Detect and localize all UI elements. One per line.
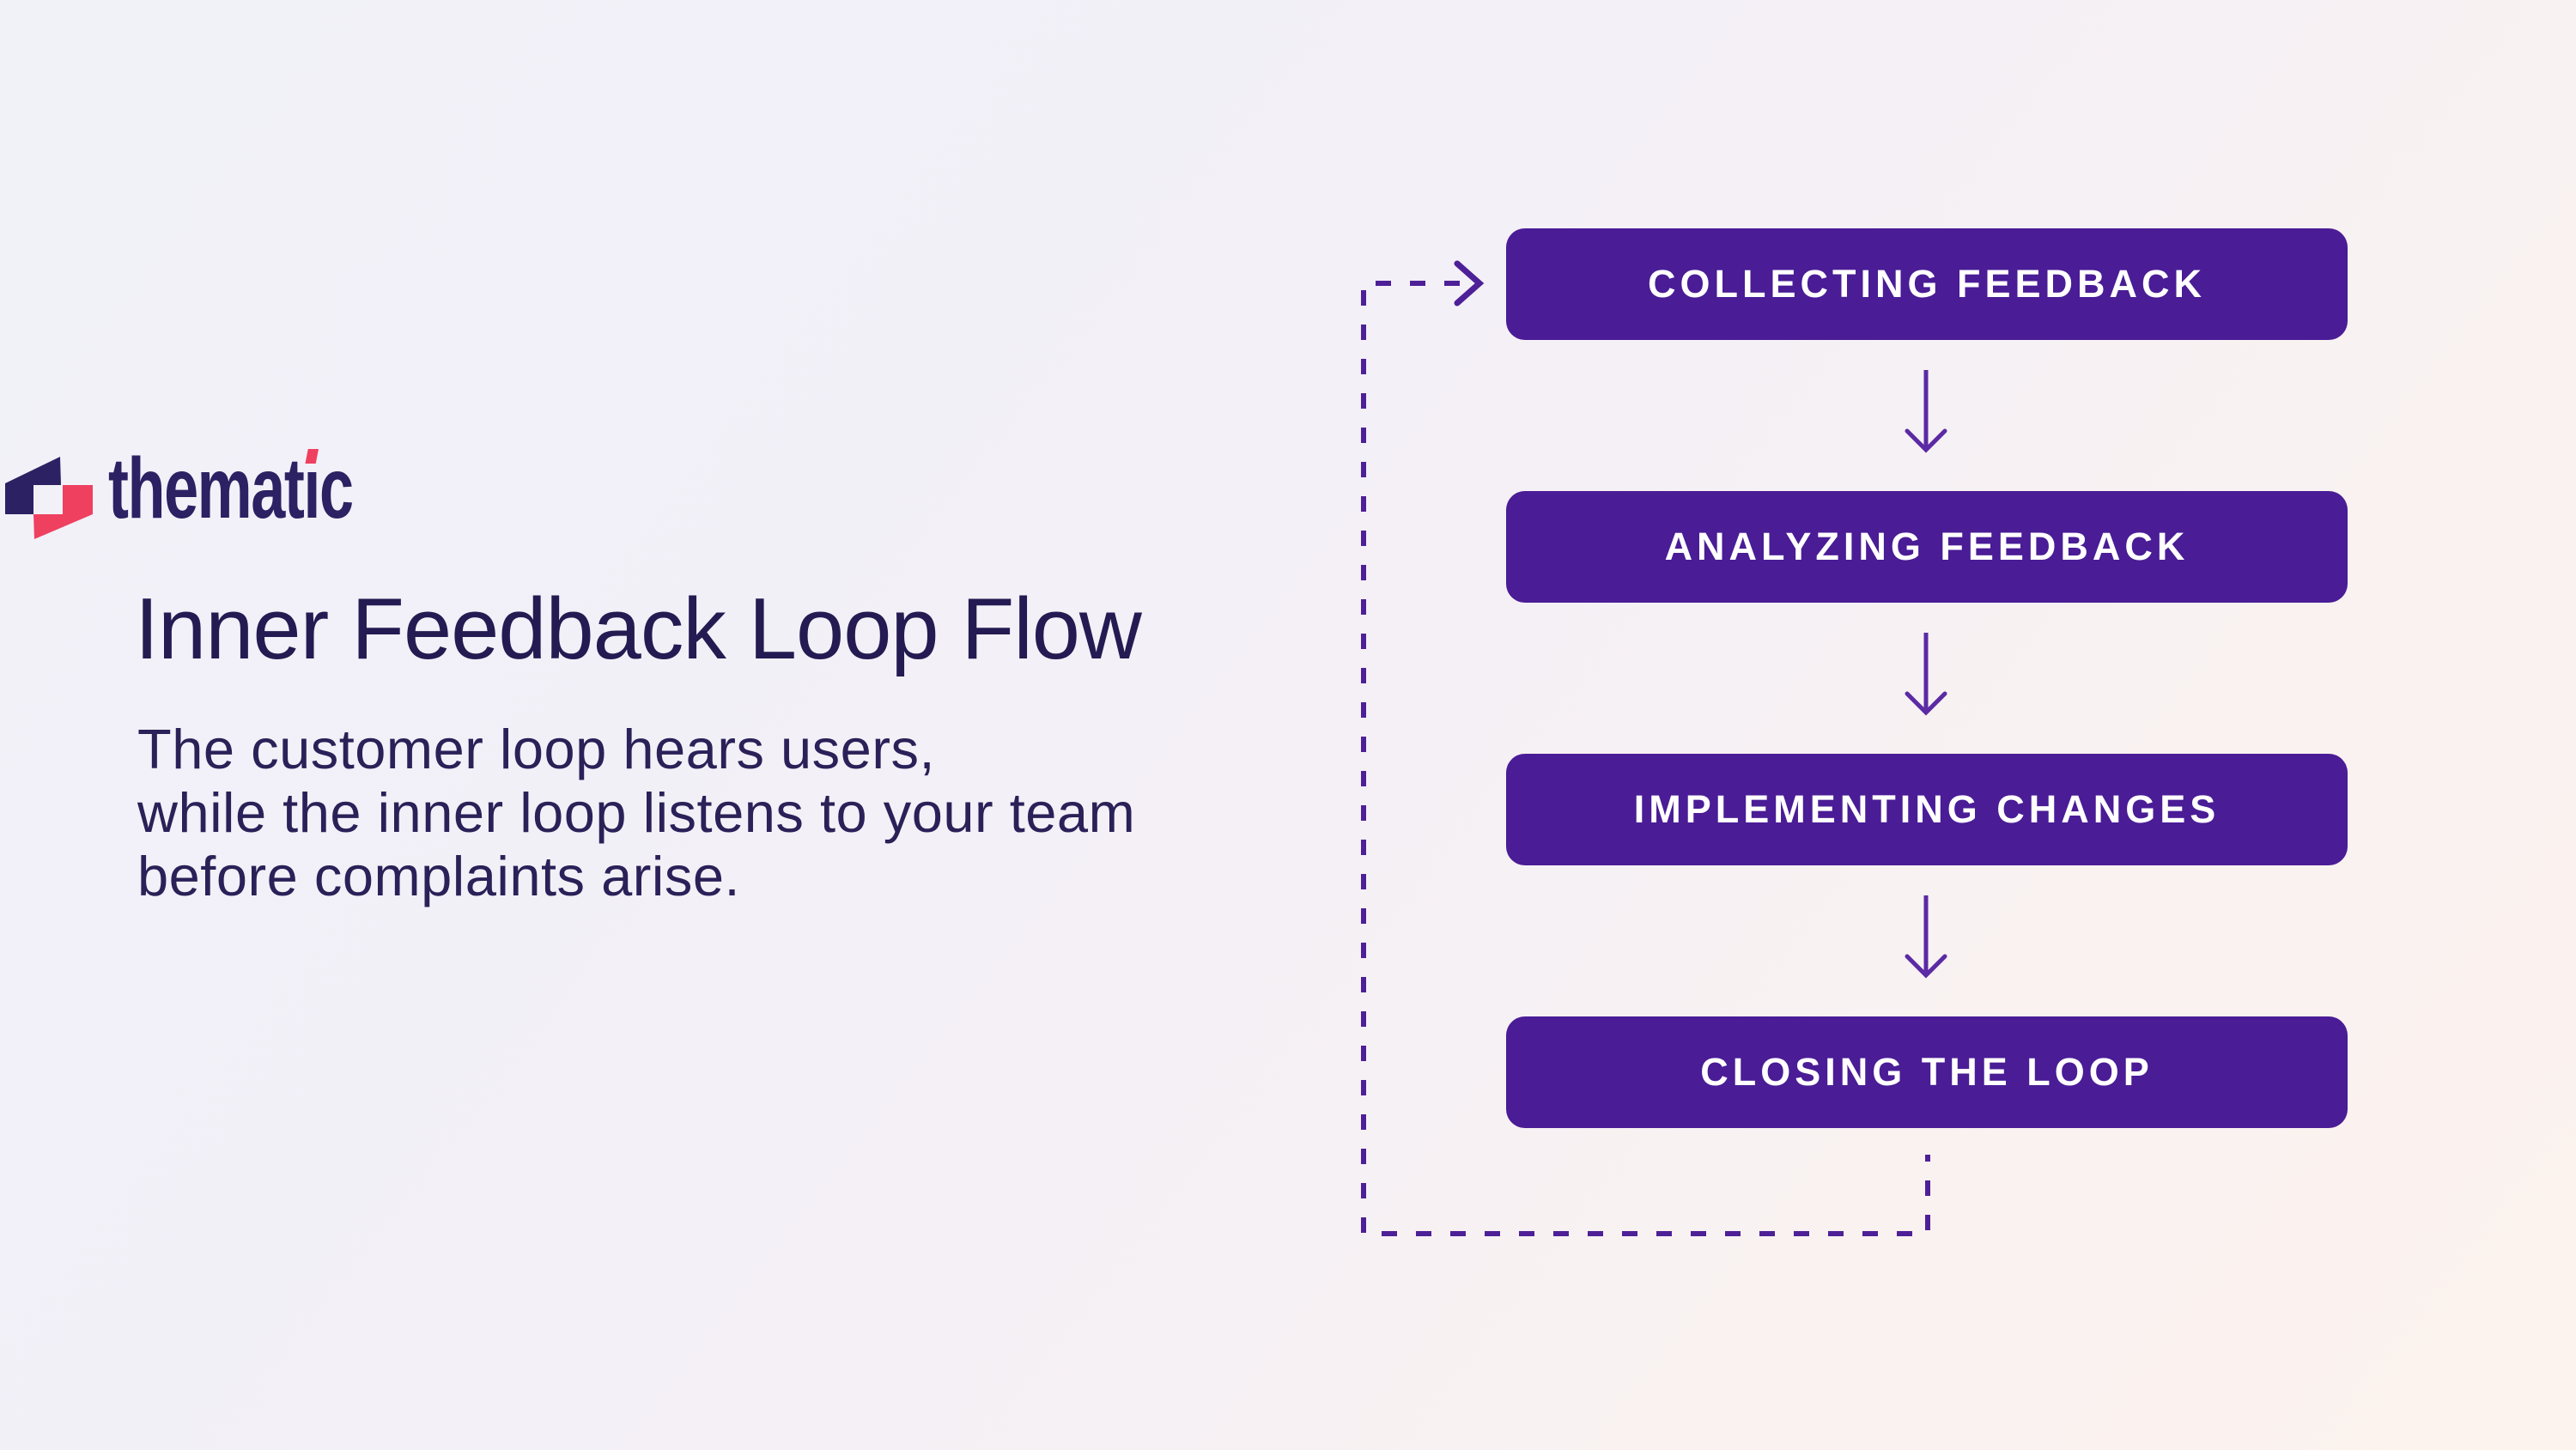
thematic-logo-icon [5,457,93,539]
description-line-1: The customer loop hears users, [137,718,936,780]
arrow-down-icon [1905,633,1947,716]
wordmark-letter-i: ı [303,440,320,537]
step-label: IMPLEMENTING CHANGES [1633,787,2221,831]
arrow-down-icon [1905,895,1947,979]
step-label: ANALYZING FEEDBACK [1664,525,2190,568]
description-line-3: before complaints arise. [137,845,741,907]
description-line-2: while the inner loop listens to your tea… [137,781,1136,844]
arrow-down-icon [1905,370,1947,453]
step-label: COLLECTING FEEDBACK [1648,262,2206,306]
wordmark-end: c [319,440,354,537]
flow-step-closing-the-loop: CLOSING THE LOOP [1506,1016,2348,1128]
wordmark-start: themat [108,440,305,537]
flow-step-implementing-changes: IMPLEMENTING CHANGES [1506,754,2348,865]
flow-step-analyzing-feedback: ANALYZING FEEDBACK [1506,491,2348,603]
page-title: Inner Feedback Loop Flow [135,581,1142,677]
loop-arrowhead-icon [1454,260,1485,306]
flow-step-collecting-feedback: COLLECTING FEEDBACK [1506,228,2348,340]
step-label: CLOSING THE LOOP [1700,1050,2154,1094]
page-description: The customer loop hears users, while the… [137,718,1135,908]
